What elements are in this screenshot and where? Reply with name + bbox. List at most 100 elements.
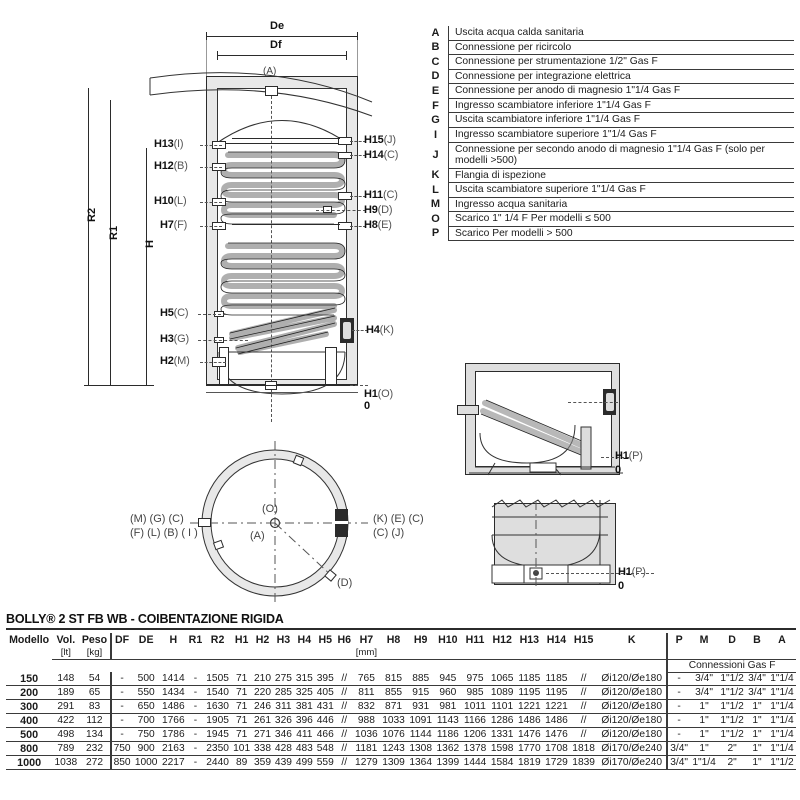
spec-header-cell: H3 <box>276 633 291 646</box>
label-h13-ref: (I) <box>173 138 184 150</box>
spec-value-cell: 134 <box>79 727 111 742</box>
spec-header-cell: H13 <box>519 633 540 646</box>
spec-units-cell: [mm] <box>352 646 380 660</box>
spec-value-cell: 765 <box>352 672 380 686</box>
legend-description: Ingresso scambiatore superiore 1"1/4 Gas… <box>448 127 794 143</box>
legend-key: L <box>426 182 449 198</box>
spec-value-cell: 101 <box>231 741 253 756</box>
spec-header-cell: R1 <box>188 633 203 646</box>
spec-header-cell: A <box>778 633 786 646</box>
spec-value-cell: 960 <box>434 685 462 700</box>
legend-description: Flangia di ispezione <box>448 168 794 184</box>
spec-value-cell: 1945 <box>204 727 232 742</box>
label-h13: H13(I) <box>154 138 184 150</box>
detail-view-upper: H1(P) 0 <box>455 345 655 485</box>
spec-value-cell: - <box>186 755 204 770</box>
plan-label-center-o: (O) <box>262 503 278 515</box>
spec-value-cell: 1036 <box>352 727 380 742</box>
spec-value-cell: 411 <box>293 727 315 742</box>
spec-value-cell: 1166 <box>461 713 489 728</box>
spec-header-cell: Modello <box>9 633 50 646</box>
spec-value-cell: 811 <box>352 685 380 700</box>
detail2-geometry <box>491 499 611 590</box>
legend-key: K <box>426 168 449 183</box>
spec-value-cell: 1186 <box>434 727 462 742</box>
legend-description: Connessione per integrazione elettrica <box>448 69 794 85</box>
spec-value-cell: 1"1/4 <box>767 727 796 742</box>
spec-value-cell: 3/4" <box>746 672 768 686</box>
spec-value-cell: 1584 <box>488 755 516 770</box>
spec-value-cell: 900 <box>132 741 160 756</box>
spec-header-cell: H15 <box>573 633 594 646</box>
spec-value-cell: 71 <box>231 699 253 714</box>
legend-description: Connessione per strumentazione 1/2" Gas … <box>448 54 794 70</box>
spec-header-cell: H1 <box>234 633 249 646</box>
spec-group-row: Connessioni Gas F <box>6 659 796 673</box>
spec-value-cell: 428 <box>272 741 294 756</box>
label-h10: H10(L) <box>154 195 187 207</box>
spec-units-cell <box>293 646 315 660</box>
spec-header-cell: H10 <box>438 633 458 646</box>
spec-value-cell: // <box>335 727 353 742</box>
spec-value-cell: 395 <box>314 672 336 686</box>
label-h7-ref: (F) <box>173 219 188 231</box>
label-h2-ref: (M) <box>173 355 190 367</box>
spec-value-cell: 291 <box>52 699 80 714</box>
label-h4-h: H4 <box>366 324 380 336</box>
label-h4: H4(K) <box>366 324 394 336</box>
spec-header-cell: H5 <box>318 633 332 646</box>
spec-header-cell: P <box>666 633 691 647</box>
spec-units-cell <box>314 646 336 660</box>
spec-value-cell: 2" <box>718 755 747 770</box>
spec-header-cell: Peso <box>81 633 108 646</box>
dimension-label-r1: R1 <box>108 225 120 240</box>
spec-value-cell: 1195 <box>542 685 571 700</box>
spec-units-cell <box>407 646 435 660</box>
spec-value-cell: - <box>666 727 691 742</box>
spec-value-cell: 3/4" <box>666 741 691 756</box>
spec-value-cell: 2217 <box>159 755 187 770</box>
spec-value-cell: Øi170/Øe240 <box>597 755 668 770</box>
label-baseline-zero: 0 <box>364 400 371 412</box>
spec-value-cell: 1818 <box>570 741 598 756</box>
spec-value-cell: 1331 <box>488 727 516 742</box>
spec-value-cell: - <box>666 685 691 700</box>
spec-value-cell: 945 <box>434 672 462 686</box>
spec-header-cell: DE <box>138 633 154 646</box>
spec-model-cell: 300 <box>6 699 53 714</box>
spec-value-cell: Øi120/Øe180 <box>597 685 668 700</box>
spec-value-cell: 1"1/4 <box>767 699 796 714</box>
spec-value-cell: 446 <box>314 713 336 728</box>
spec-header-cell: H <box>169 633 178 646</box>
label-h13-h: H13 <box>154 138 174 150</box>
legend-key: I <box>426 127 449 143</box>
legend-description: Ingresso acqua sanitaria <box>448 197 794 213</box>
label-h12: H12(B) <box>154 160 188 172</box>
spec-value-cell: 271 <box>252 727 273 742</box>
spec-value-cell: 885 <box>407 672 435 686</box>
spec-value-cell: 1"1/2 <box>718 713 747 728</box>
label-h3-h: H3 <box>160 333 174 345</box>
spec-value-cell: 1" <box>746 727 768 742</box>
spec-units-cell <box>570 646 598 660</box>
spec-value-cell: 2163 <box>159 741 187 756</box>
upper-heat-exchanger-coil <box>220 151 346 225</box>
spec-value-cell: 548 <box>314 741 336 756</box>
spec-value-cell: 988 <box>352 713 380 728</box>
spec-value-cell: Øi120/Øe180 <box>597 713 668 728</box>
connection-a-port <box>265 86 278 96</box>
legend-key: E <box>426 83 449 99</box>
spec-value-cell: 1630 <box>204 699 232 714</box>
spec-value-cell: 1185 <box>515 672 543 686</box>
legend-description: Scarico 1" 1/4 F Per modelli ≤ 500 <box>448 211 794 227</box>
label-h5-h: H5 <box>160 307 174 319</box>
spec-value-cell: - <box>186 699 204 714</box>
spec-units-cell <box>542 646 571 660</box>
